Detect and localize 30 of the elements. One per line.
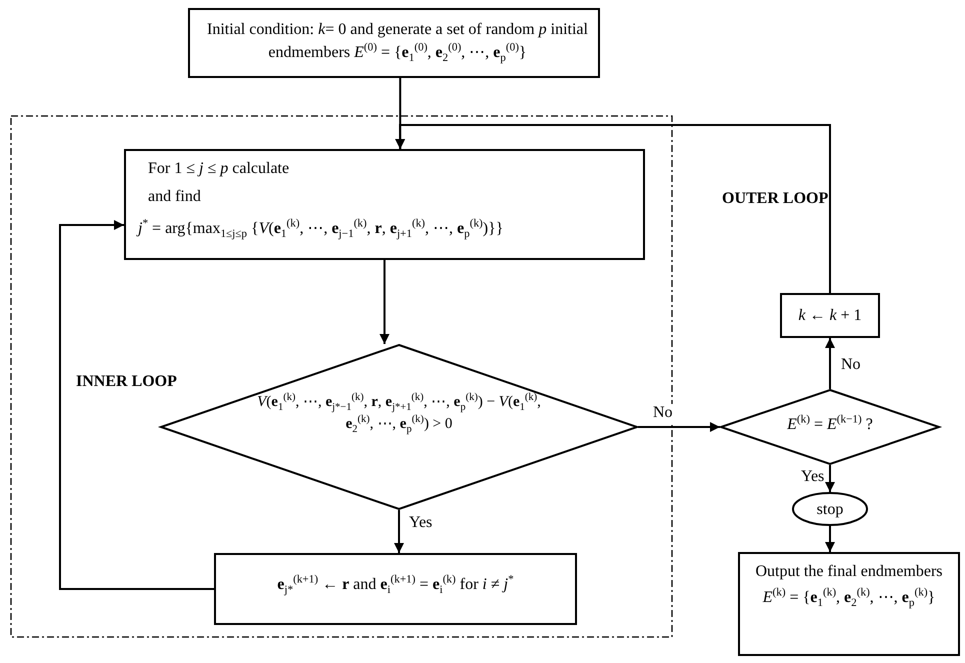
loop-region [10,115,673,638]
node-text: E$^{(k)}$ = E$^{(k−1)}$ ? [786,413,874,435]
node-text: E$^{(k)}$ = {e$_{1}$$^{(k)}$, e$_{2}$$^{(k)}$, ⋯, e$_{p}$$^{(k)}$} [762,586,936,610]
arrow [59,220,214,590]
node-text: j$^{*}$ = arg{max$_{1≤j≤p}$ {V(e$_{1}$$^{(k)}$, ⋯, e$_{j−1}$$^{(k)}$, r, e$_{j+1}$$^{(k)}$, ⋯, e$_{p}$$^{(k)}$)}} [138,217,504,240]
node-text: and find [148,187,202,207]
process-box [124,149,645,260]
process-box [188,8,600,78]
edge-label: No [652,404,674,422]
process-box [214,553,577,625]
arrow [638,422,720,432]
terminal-oval [792,492,868,526]
arrow [825,338,835,389]
output-box [738,552,960,656]
decision-diamond [720,389,940,465]
node-text: k ← k + 1 [797,306,863,326]
arrow [395,124,831,293]
node-text: Output the final endmembers [754,562,944,582]
node-text: V(e$_{1}$$^{(k)}$, ⋯, e$_{j*−1}$$^{(k)}$, r, e$_{j*+1}$$^{(k)}$, ⋯, e$_{p}$$^{(k)}$) − V(e$_{1}$$^{(k)}$, e$_{2}$$^{(k)}$, ⋯, e$_{p}$$^{(k)}$) > 0 [256,392,542,436]
node-text: stop [816,500,844,520]
arrow [825,465,835,492]
process-box [780,293,880,338]
arrow [380,260,390,344]
node-text: e$_{j*}$$^{(k+1)}$ ← r and e$_{i}$$^{(k+1)}$ = e$_{i}$$^{(k)}$ for i ≠ j$^{*}$ [276,573,515,596]
arrow [394,510,404,553]
node-text: For 1 ≤ j ≤ p calculate [148,159,290,179]
loop-title: OUTER LOOP [722,190,828,208]
arrow [825,526,835,552]
node-text: Initial condition: k= 0 and generate a set of random p initial endmembers E$^{(0)}$ = {e$_{1}$$^{(0)}$, e$_{2}$$^{(0)}$, ⋯, e$_{p}$$^{(0)}$} [206,20,589,64]
region-title: INNER LOOP [76,372,178,392]
